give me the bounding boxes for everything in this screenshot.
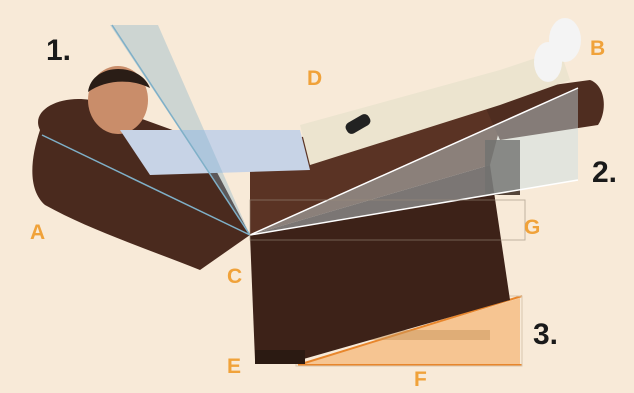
label-d: D	[307, 68, 322, 89]
base-plinth	[255, 350, 305, 364]
label-g: G	[524, 217, 540, 238]
label-num-2: 2.	[592, 158, 617, 188]
label-num-1: 1.	[46, 36, 71, 66]
label-f: F	[414, 369, 427, 390]
label-e: E	[227, 356, 241, 377]
label-a: A	[30, 222, 45, 243]
label-c: C	[227, 266, 242, 287]
label-b: B	[590, 38, 605, 59]
person-foot-2	[534, 42, 562, 82]
label-num-3: 3.	[533, 320, 558, 350]
